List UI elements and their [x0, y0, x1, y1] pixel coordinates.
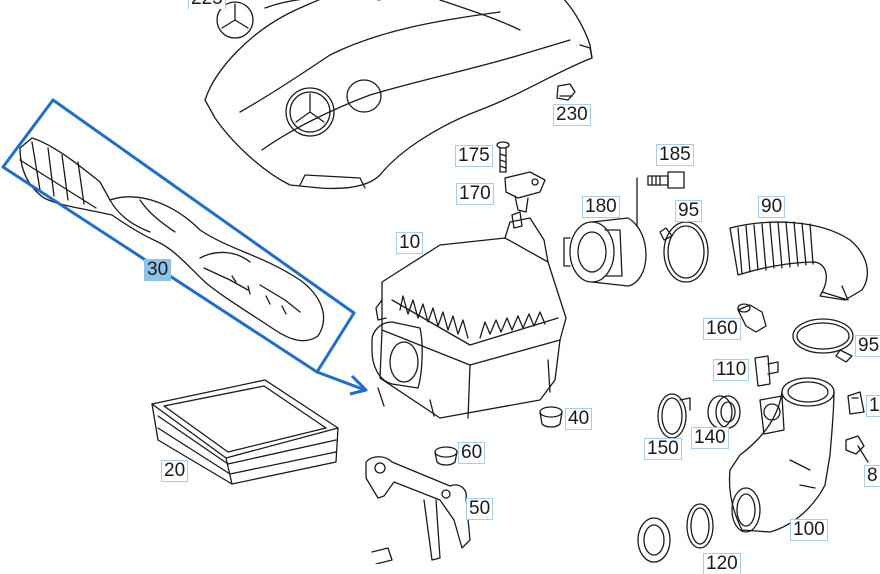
bolt-8	[845, 435, 869, 463]
part-label-50: 50	[466, 498, 494, 520]
part-label-185: 185	[656, 144, 694, 166]
part-label-20: 20	[161, 460, 189, 482]
part-label-10: 10	[396, 232, 424, 254]
sensor-170	[504, 171, 546, 213]
part-label-110: 110	[713, 359, 750, 381]
part-label-95-top: 95	[675, 200, 703, 222]
fitting-160	[737, 303, 767, 333]
part-label-60: 60	[458, 442, 486, 464]
part-label-1: 1	[866, 395, 880, 417]
hose-90	[729, 221, 868, 301]
intake-duct-30	[19, 137, 325, 342]
part-label-170: 170	[456, 183, 494, 205]
part-label-175: 175	[455, 145, 493, 167]
grommet-60	[434, 446, 458, 466]
grommet-40	[539, 406, 563, 428]
part-label-40: 40	[565, 408, 593, 430]
part-label-180: 180	[582, 196, 620, 218]
part-label-230: 230	[553, 104, 591, 126]
maf-sensor-180	[563, 217, 647, 287]
part-label-160: 160	[703, 318, 741, 340]
clamp-95-right	[792, 318, 854, 363]
part-label-150: 150	[644, 438, 682, 460]
bolt-175	[496, 141, 510, 173]
valve-110	[754, 355, 779, 387]
highlight-frame	[1, 98, 366, 392]
seal-140	[707, 395, 741, 429]
air-filter-element-20	[151, 379, 339, 485]
arrow-icon	[349, 374, 368, 396]
part-label-8: 8	[864, 465, 880, 487]
clamp-150	[657, 393, 691, 439]
bracket-50	[365, 456, 471, 564]
bolt-185	[636, 171, 685, 227]
part-label-225: 225	[188, 0, 226, 9]
part-label-100: 100	[790, 519, 828, 541]
part-label-95-right: 95	[855, 335, 880, 357]
intake-pipe-100	[728, 377, 835, 533]
air-filter-housing-10	[371, 211, 567, 419]
part-label-90: 90	[758, 196, 786, 218]
engine-cover	[204, 0, 593, 190]
nut-230	[556, 83, 576, 101]
part-label-140: 140	[691, 427, 729, 449]
bracket-1	[847, 391, 865, 415]
part-label-30[interactable]: 30	[144, 259, 172, 281]
ring-120	[637, 503, 714, 563]
clamp-95-top	[659, 221, 709, 283]
